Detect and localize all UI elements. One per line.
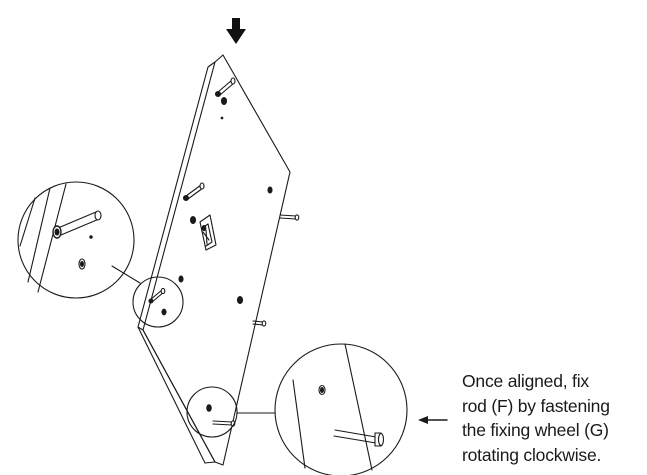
rod-right-lower: [252, 320, 267, 327]
bottom-detail-magnifier: [274, 343, 408, 475]
rod-top: [214, 77, 236, 98]
detail-marker-left: [132, 276, 184, 328]
instruction-line: rotating clockwise.: [462, 444, 602, 465]
left-detail-magnifier: [17, 181, 135, 299]
panel-board: [137, 54, 291, 466]
center-bracket: [199, 214, 217, 251]
down-arrow-icon: [226, 18, 246, 44]
detail-marker-bottom: [186, 386, 238, 438]
rod-right-upper: [279, 214, 300, 221]
rod-bottom: [212, 420, 236, 427]
instruction-text: Once aligned, fix rod (F) by fastening t…: [462, 369, 644, 467]
instruction-line: the fixing wheel (G): [462, 420, 609, 440]
left-arrow-icon: [418, 416, 448, 424]
connector-left: [111, 265, 141, 284]
rod-middle-left: [182, 182, 205, 202]
instruction-line: Once aligned, fix: [462, 371, 589, 391]
rod-left-small: [148, 287, 166, 304]
instruction-line: rod (F) by fastening: [462, 395, 610, 416]
panel-holes: [161, 96, 273, 412]
